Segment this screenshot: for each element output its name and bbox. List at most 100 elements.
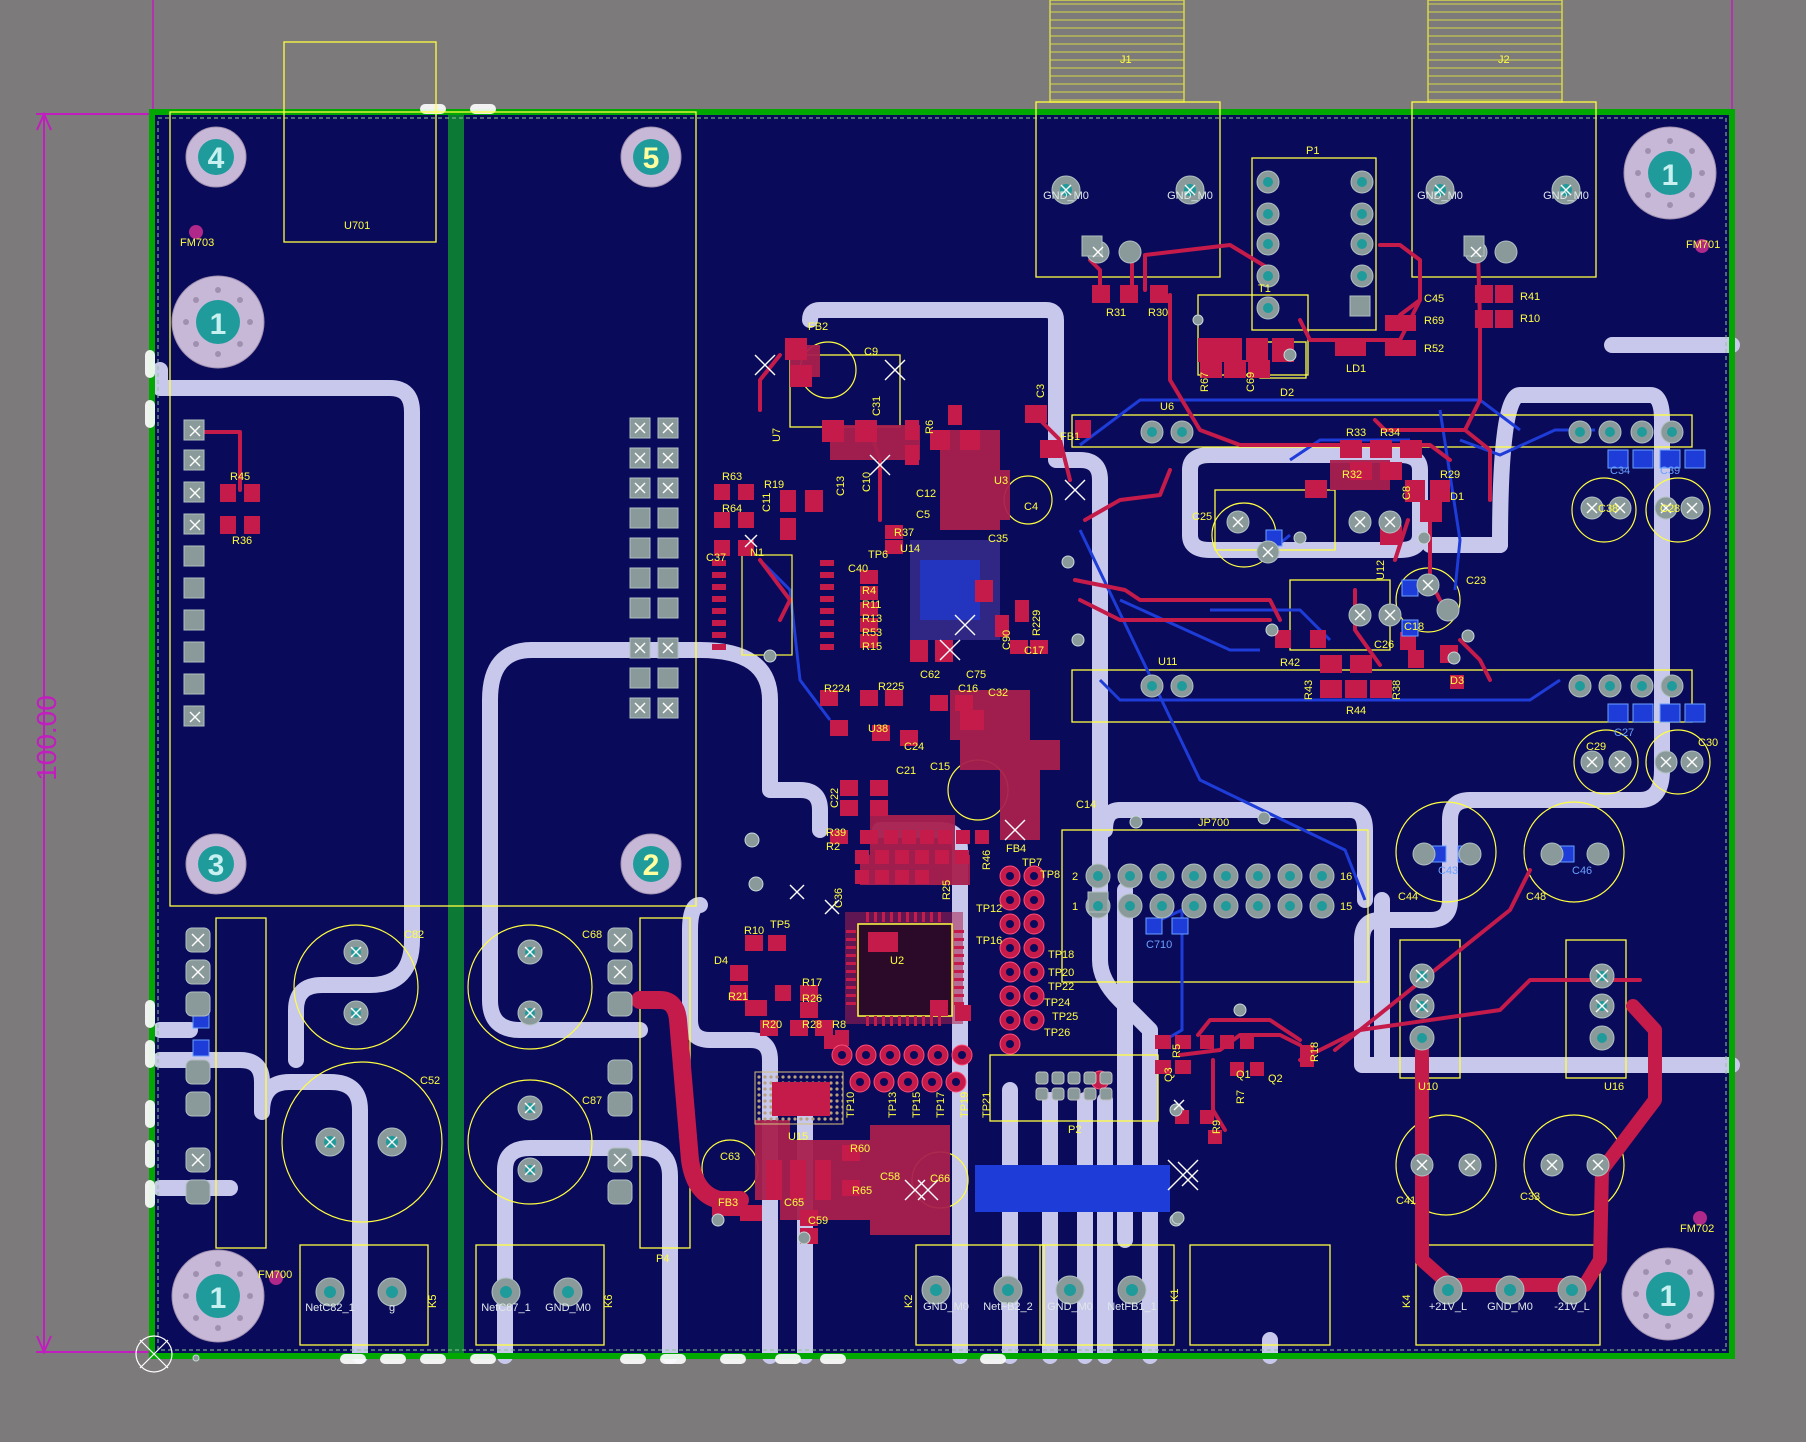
svg-text:C59: C59 — [808, 1215, 828, 1227]
fiducials — [189, 225, 1709, 1285]
mounting-hole-1-topright[interactable]: 1 — [1623, 126, 1717, 220]
mounting-hole-1-bottomright[interactable]: 1 — [1621, 1247, 1715, 1341]
ground-strip — [448, 112, 464, 1356]
svg-text:R29: R29 — [1440, 469, 1460, 481]
svg-text:C52: C52 — [420, 1075, 440, 1087]
mounting-hole-2[interactable]: 2 — [620, 833, 682, 895]
svg-text:FB3: FB3 — [718, 1197, 738, 1209]
svg-text:1: 1 — [1660, 1280, 1677, 1313]
svg-text:NetC87_1: NetC87_1 — [481, 1302, 531, 1314]
svg-text:C38: C38 — [1598, 503, 1618, 515]
svg-text:R43: R43 — [1303, 680, 1315, 700]
svg-text:R64: R64 — [722, 503, 742, 515]
svg-text:5: 5 — [643, 142, 660, 175]
svg-text:g: g — [389, 1302, 395, 1314]
svg-text:C37: C37 — [706, 552, 726, 564]
svg-text:C43: C43 — [1438, 865, 1458, 877]
svg-text:C58: C58 — [880, 1171, 900, 1183]
mounting-hole-3[interactable]: 3 — [185, 833, 247, 895]
svg-text:C14: C14 — [1076, 799, 1096, 811]
svg-text:R7: R7 — [1235, 1090, 1247, 1104]
svg-text:R13: R13 — [862, 613, 882, 625]
origin-marker[interactable] — [135, 1335, 173, 1373]
svg-text:U3: U3 — [994, 475, 1008, 487]
svg-text:R46: R46 — [981, 850, 993, 870]
svg-text:R63: R63 — [722, 471, 742, 483]
mounting-hole-1-bottomleft[interactable]: 1 — [171, 1249, 265, 1343]
svg-text:C18: C18 — [1404, 621, 1424, 633]
svg-text:C5: C5 — [916, 509, 930, 521]
svg-text:TP20: TP20 — [1048, 967, 1074, 979]
svg-text:U16: U16 — [1604, 1081, 1624, 1093]
svg-text:D4: D4 — [714, 955, 728, 967]
svg-text:TP13: TP13 — [887, 1092, 899, 1118]
svg-text:FB2: FB2 — [808, 321, 828, 333]
svg-text:R67: R67 — [1199, 372, 1211, 392]
header-p2 — [1035, 1071, 1113, 1101]
svg-text:TP21: TP21 — [981, 1092, 993, 1118]
svg-text:P1: P1 — [1306, 145, 1319, 157]
svg-text:R45: R45 — [230, 471, 250, 483]
svg-text:FM702: FM702 — [1680, 1223, 1714, 1235]
svg-text:R21: R21 — [728, 991, 748, 1003]
svg-text:C75: C75 — [966, 669, 986, 681]
svg-text:U2: U2 — [890, 955, 904, 967]
svg-text:C28: C28 — [1660, 503, 1680, 515]
mounting-hole-1-topleft[interactable]: 1 — [171, 275, 265, 369]
svg-text:Q1: Q1 — [1236, 1069, 1251, 1081]
svg-text:TP6: TP6 — [868, 549, 888, 561]
svg-text:P2: P2 — [1068, 1124, 1081, 1136]
svg-text:D3: D3 — [1450, 675, 1464, 687]
svg-text:N1: N1 — [750, 547, 764, 559]
svg-text:C48: C48 — [1526, 891, 1546, 903]
svg-text:2: 2 — [1072, 871, 1078, 883]
vias — [192, 314, 1475, 1362]
svg-text:J2: J2 — [1498, 54, 1510, 66]
svg-text:GND_M0: GND_M0 — [1543, 190, 1589, 202]
svg-text:R2: R2 — [826, 841, 840, 853]
svg-text:C29: C29 — [1586, 741, 1606, 753]
svg-text:R33: R33 — [1346, 427, 1366, 439]
svg-text:R28: R28 — [802, 1019, 822, 1031]
svg-text:R5: R5 — [1171, 1044, 1183, 1058]
svg-text:U701: U701 — [344, 220, 370, 232]
svg-text:R36: R36 — [232, 535, 252, 547]
mounting-hole-4[interactable]: 4 — [185, 126, 247, 188]
dimension-marker — [36, 111, 152, 1355]
svg-text:C35: C35 — [988, 533, 1008, 545]
svg-text:D1: D1 — [1450, 491, 1464, 503]
svg-text:R10: R10 — [1520, 313, 1540, 325]
svg-text:C36: C36 — [833, 888, 845, 908]
svg-text:P4: P4 — [656, 1253, 669, 1265]
svg-text:+21V_L: +21V_L — [1429, 1301, 1467, 1313]
svg-text:C66: C66 — [930, 1173, 950, 1185]
svg-text:15: 15 — [1340, 901, 1352, 913]
svg-text:C21: C21 — [896, 765, 916, 777]
svg-text:R19: R19 — [764, 479, 784, 491]
u14-area — [910, 540, 1000, 640]
svg-text:C16: C16 — [958, 683, 978, 695]
svg-text:C63: C63 — [720, 1151, 740, 1163]
svg-text:C11: C11 — [761, 493, 773, 512]
drc-markers — [189, 184, 1698, 1201]
svg-text:Q3: Q3 — [1163, 1067, 1175, 1082]
svg-text:R26: R26 — [802, 993, 822, 1005]
svg-text:C4: C4 — [1024, 501, 1038, 513]
svg-text:GND_M0: GND_M0 — [545, 1302, 591, 1314]
mounting-hole-5[interactable]: 5 — [620, 126, 682, 188]
svg-text:R6: R6 — [924, 420, 936, 434]
svg-text:C33: C33 — [1520, 1191, 1540, 1203]
svg-text:K1: K1 — [1169, 1289, 1181, 1302]
svg-text:TP5: TP5 — [770, 919, 790, 931]
svg-text:-21V_L: -21V_L — [1554, 1301, 1589, 1313]
svg-text:R41: R41 — [1520, 291, 1540, 303]
svg-text:Q2: Q2 — [1268, 1073, 1283, 1085]
svg-text:C25: C25 — [1192, 511, 1212, 523]
board-outline-guides — [152, 0, 1733, 112]
svg-text:C41: C41 — [1396, 1195, 1416, 1207]
svg-text:GND_M0: GND_M0 — [1043, 190, 1089, 202]
svg-text:C82: C82 — [404, 929, 424, 941]
svg-text:FM700: FM700 — [258, 1269, 292, 1281]
svg-text:D2: D2 — [1280, 387, 1294, 399]
